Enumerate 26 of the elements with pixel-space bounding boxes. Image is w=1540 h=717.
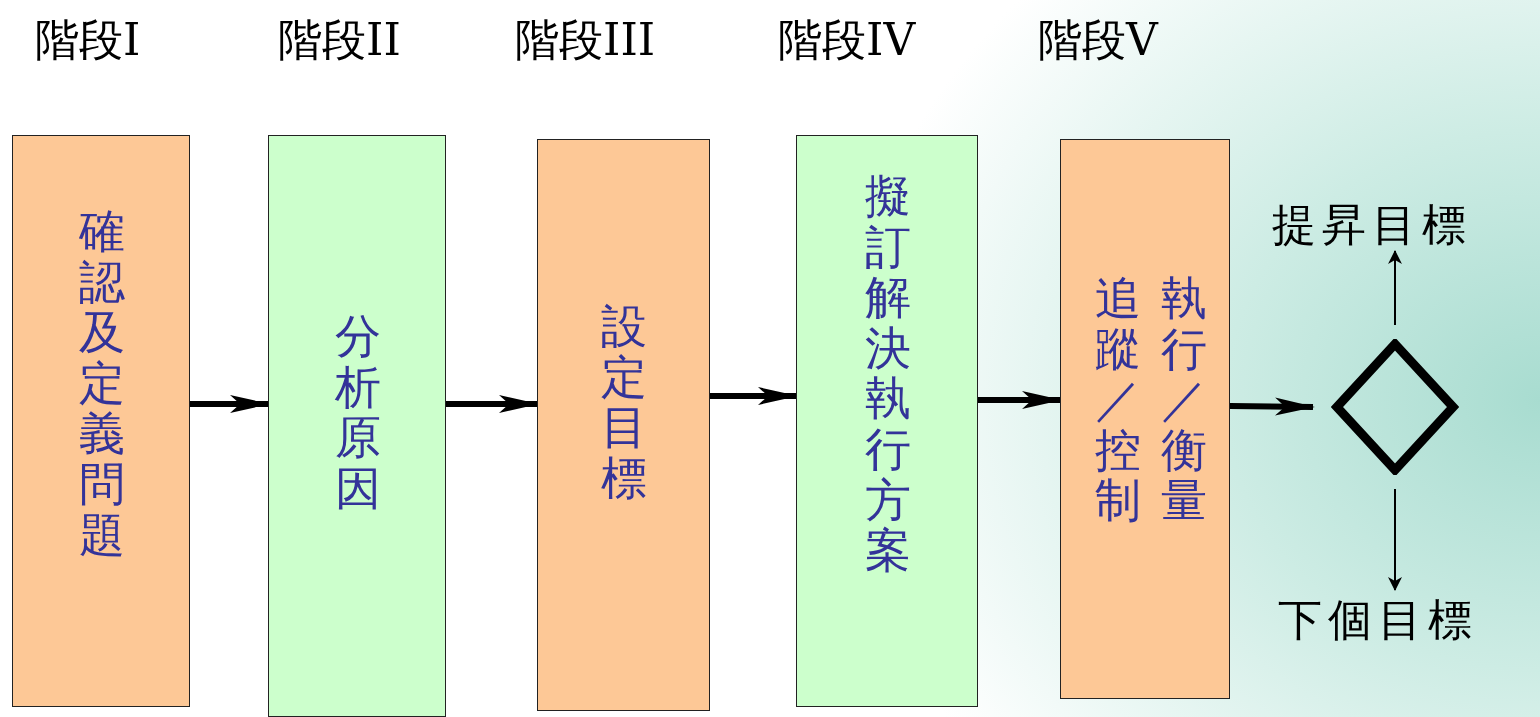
stage-heading: 階段IV xyxy=(778,18,916,62)
arrow xyxy=(1388,488,1402,591)
step-text: 執行／衡量 xyxy=(1161,273,1207,526)
process-box xyxy=(268,135,446,717)
arrow xyxy=(190,395,270,413)
arrow xyxy=(710,387,798,405)
step-text: 分析原因 xyxy=(335,311,381,514)
outcome-text: 提昇目標 xyxy=(1272,203,1472,247)
process-box xyxy=(537,139,710,711)
stage-heading: 階段II xyxy=(278,18,401,62)
arrow xyxy=(978,391,1062,409)
arrow xyxy=(1229,397,1315,416)
step-text: 設定目標 xyxy=(601,301,647,504)
stage-heading: 階段I xyxy=(35,18,141,62)
step-text: 擬訂解決執行方案 xyxy=(865,171,911,576)
stage-heading: 階段V xyxy=(1038,18,1158,62)
arrow xyxy=(1388,250,1402,326)
stage-heading: 階段III xyxy=(515,18,656,62)
step-text: 確認及定義問題 xyxy=(79,206,125,561)
process-box xyxy=(796,135,978,707)
process-box xyxy=(12,135,190,707)
process-box xyxy=(1060,139,1230,699)
decision-diamond xyxy=(1331,339,1459,475)
outcome-text: 下個目標 xyxy=(1278,598,1478,642)
step-text: 追蹤／控制 xyxy=(1095,273,1141,526)
arrow xyxy=(446,395,539,413)
